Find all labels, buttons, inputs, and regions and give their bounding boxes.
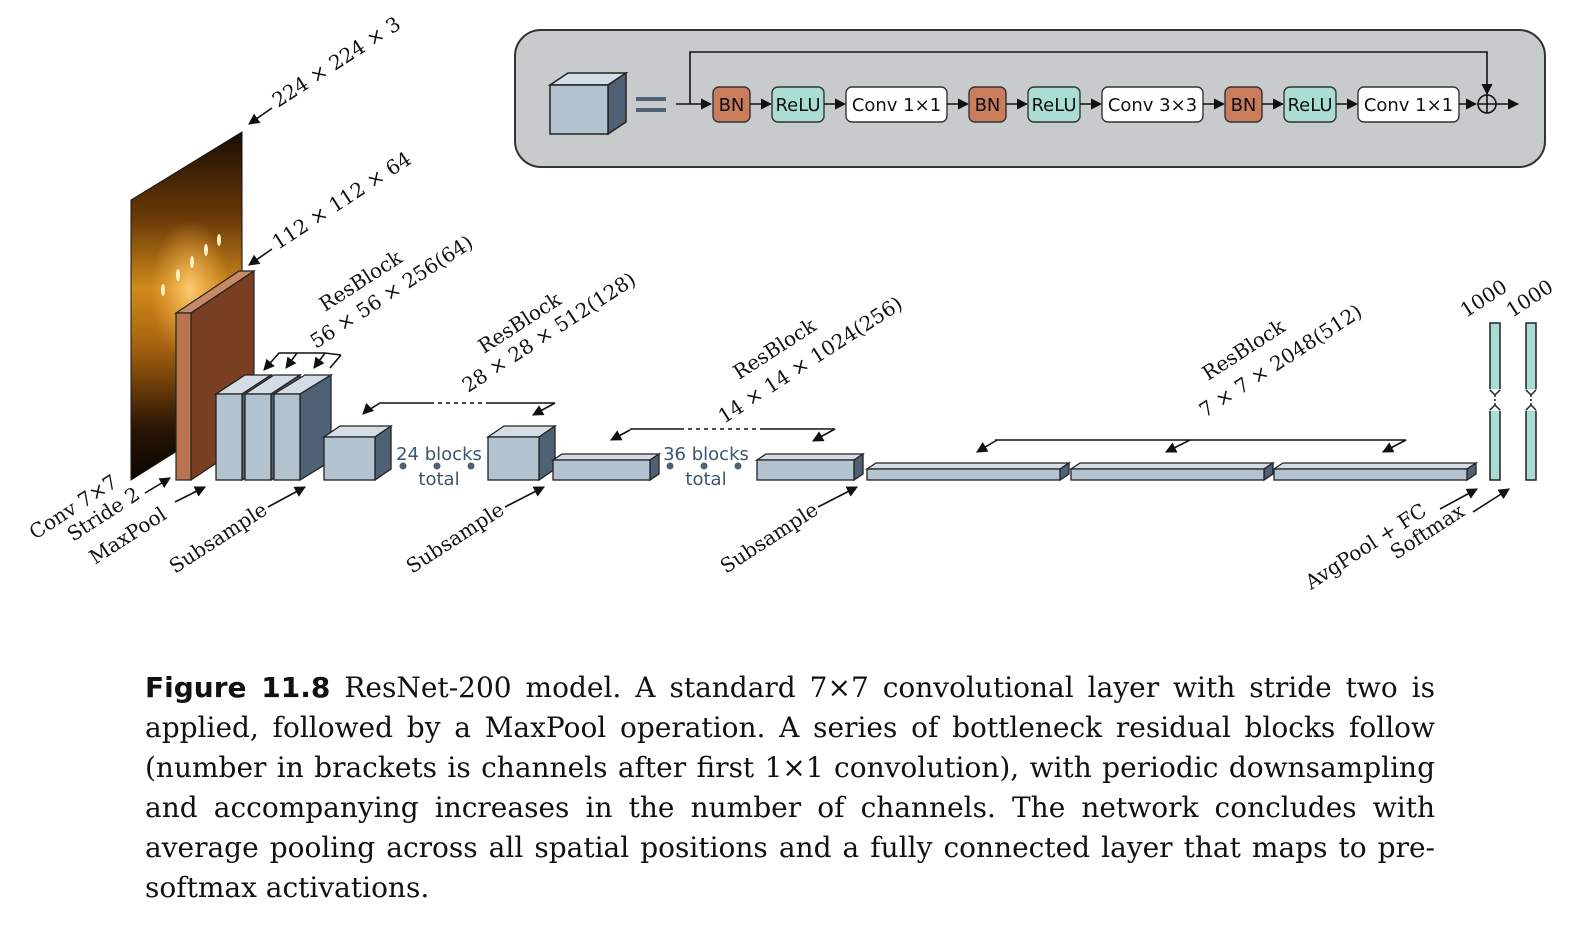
block-op-label: ReLU [775, 95, 820, 116]
stage4-block-1 [1068, 461, 1276, 482]
figure-caption: Figure 11.8 ResNet-200 model. A standard… [145, 668, 1435, 908]
blocks24-total-label: total [418, 469, 459, 490]
input-size-label: 224 × 224 × 3 [268, 11, 405, 112]
stage4-block-2 [1271, 461, 1479, 482]
skip-connection-arrow [689, 51, 1493, 104]
subsample-label-3: Subsample [716, 497, 823, 578]
block-op-label: Conv 3×3 [1108, 95, 1197, 116]
blocks36-label: 36 blocks [663, 444, 749, 465]
block-op-label: ReLU [1287, 95, 1332, 116]
blocks24-label: 24 blocks [396, 444, 482, 465]
block-op-conv: Conv 1×1 [845, 86, 948, 123]
block-op-label: Conv 1×1 [1364, 95, 1453, 116]
block-op-conv: Conv 3×3 [1101, 86, 1204, 123]
block-op-relu: ReLU [771, 86, 825, 123]
resblock-brackets [263, 352, 1407, 453]
block-op-relu: ReLU [1283, 86, 1337, 123]
feature-cubes [213, 373, 1479, 482]
block-op-label: ReLU [1031, 95, 1076, 116]
block-dots [399, 462, 742, 470]
subsample-label-2: Subsample [402, 497, 509, 578]
stage1-block-end [321, 424, 394, 482]
blocks36-total-label: total [685, 469, 726, 490]
block-op-label: BN [1231, 95, 1257, 116]
stage2-block-start [485, 424, 558, 482]
panel-cube-icon [547, 71, 629, 136]
stage3-block-end [864, 461, 1072, 482]
subsample-label-1: Subsample [165, 497, 272, 578]
block-op-bn: BN [968, 86, 1007, 123]
conv-size-label: 112 × 112 × 64 [268, 147, 416, 255]
block-op-label: BN [719, 95, 745, 116]
block-operations: BN ReLU Conv 1×1 BN ReLU Conv 3×3 BN ReLU Conv 1… [712, 86, 1478, 123]
stage1-block-3 [271, 373, 334, 482]
caption-text: ResNet-200 model. A standard 7×7 convolu… [145, 671, 1435, 904]
stage2-block-end [550, 452, 662, 482]
block-op-label: Conv 1×1 [852, 95, 941, 116]
block-op-bn: BN [712, 86, 751, 123]
sum-node-icon [1477, 94, 1497, 114]
output-vectors [1487, 322, 1539, 481]
stage3-block-start [754, 452, 866, 482]
figure-number: Figure 11.8 [145, 671, 331, 704]
residual-block-panel: BN ReLU Conv 1×1 BN ReLU Conv 3×3 BN ReLU Conv 1… [514, 29, 1546, 168]
block-op-bn: BN [1224, 86, 1263, 123]
resnet-diagram: BN ReLU Conv 1×1 BN ReLU Conv 3×3 BN ReLU Conv 1… [25, 11, 1558, 594]
pointer-arrows [144, 107, 1510, 513]
block-op-label: BN [975, 95, 1001, 116]
fc-size-label: 1000 [1456, 274, 1512, 322]
equals-sign [636, 97, 666, 112]
block-op-relu: ReLU [1027, 86, 1081, 123]
softmax-size-label: 1000 [1502, 274, 1558, 322]
block-op-conv: Conv 1×1 [1357, 86, 1460, 123]
